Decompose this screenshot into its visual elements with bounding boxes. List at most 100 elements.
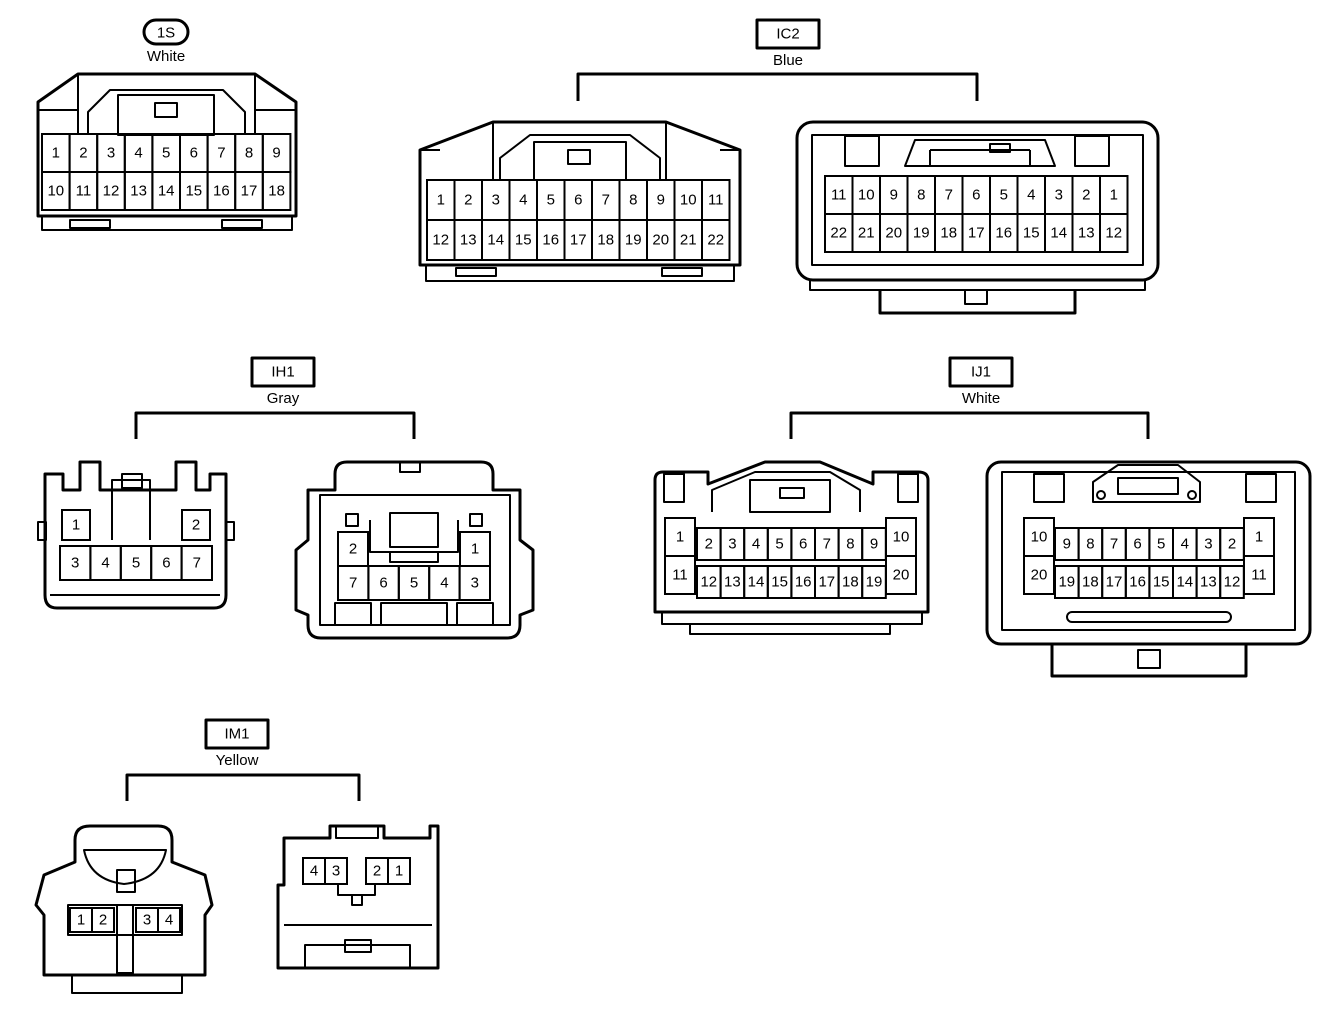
pin-ij1_a_top-9-cell [861,527,887,561]
pin-ij1_b_top-7: 7 [1110,536,1118,553]
pin-ic2_b-14: 14 [1050,225,1067,242]
pin-ic2_b-13: 13 [1078,225,1095,242]
pin-ij1_a_top-9: 9 [870,536,878,553]
pin-ic2_a-6: 6 [574,192,582,209]
pin-ic2_b-11: 11 [831,187,847,204]
pin-ih1-b-6: 6 [379,575,387,592]
pin-1s-2: 2 [79,145,87,162]
pin-ic2_b-19: 19 [913,225,930,242]
pin-ij1_a_top-4: 4 [752,536,760,553]
pin-1s-18-cell [261,171,292,211]
pin-ij1_b_top-4: 4 [1181,536,1189,553]
pin-ij1_a_top-8: 8 [846,536,854,553]
pin-ih1-a-5: 5 [132,555,140,572]
pin-ic2_b-10: 10 [858,187,875,204]
pin-ic2_b-12-cell [1099,213,1129,253]
pin-ic2_a-1: 1 [437,192,445,209]
pin-ij1_b_bot-15: 15 [1153,574,1170,591]
pin-ic2_b-20: 20 [885,225,902,242]
pin-1s-14: 14 [158,183,175,200]
pin-1s-16: 16 [213,183,230,200]
pin-ih1-a-7-cell [180,545,214,581]
connector-im1-color: Yellow [216,752,259,769]
pin-ic2_a-8: 8 [629,192,637,209]
pin-1s-12: 12 [103,183,120,200]
pin-ic2_b-18: 18 [940,225,957,242]
pin-ih1-a-1-cell [61,509,91,541]
pin-ic2_a-16: 16 [542,232,559,249]
pin-ij1_a_bot-15: 15 [771,574,788,591]
pin-ic2_b-2: 2 [1082,187,1090,204]
connector-im1-id: IM1 [224,726,249,743]
pin-1s-3: 3 [107,145,115,162]
pin-1s-13: 13 [130,183,147,200]
pin-ij1_b_top-5: 5 [1157,536,1165,553]
pin-ic2_b-16: 16 [995,225,1012,242]
pin-1s-18: 18 [268,183,285,200]
pin-ic2_b-15: 15 [1023,225,1040,242]
pin-ij1_a_bot-19: 19 [866,574,883,591]
pin-1s-9: 9 [272,145,280,162]
pin-ij1-a-10: 10 [893,529,910,546]
pin-1s-10: 10 [47,183,64,200]
pin-ic2_b-4: 4 [1027,187,1035,204]
pin-1s-7: 7 [217,145,225,162]
connector-ij1-color: White [962,390,1000,407]
pin-ic2_a-12: 12 [432,232,449,249]
pin-ic2_b-8: 8 [917,187,925,204]
pin-ih1-a-6: 6 [162,555,170,572]
pin-ic2_a-9: 9 [657,192,665,209]
pin-ij1-a-20: 20 [893,567,910,584]
pin-ij1_b_bot-14: 14 [1176,574,1193,591]
pin-ij1_a_top-3: 3 [728,536,736,553]
connector-1s-id: 1S [157,25,175,42]
pin-ij1_b_top-3: 3 [1204,536,1212,553]
pin-ij1_b_top-2: 2 [1228,536,1236,553]
pin-ij1_a_top-2: 2 [705,536,713,553]
pin-ic2_a-20: 20 [652,232,669,249]
pin-im1-a-4: 4 [165,912,173,929]
connector-ic2-color: Blue [773,52,803,69]
pin-ij1-b-1: 1 [1255,529,1263,546]
pin-ij1_a_bot-16: 16 [795,574,812,591]
pin-ij1_b_top-8: 8 [1086,536,1094,553]
pin-ih1-b-4: 4 [440,575,448,592]
pin-ic2_a-22: 22 [707,232,724,249]
pin-1s-6: 6 [190,145,198,162]
pin-ij1_a_bot-14: 14 [748,574,765,591]
pin-1s-8: 8 [245,145,253,162]
pin-ic2_b-3: 3 [1055,187,1063,204]
pin-ij1_a_top-7: 7 [823,536,831,553]
connector-ih1-id: IH1 [271,364,294,381]
pin-ic2_a-13: 13 [460,232,477,249]
pin-ij1_a_bot-19-cell [861,565,887,599]
pin-ij1_a_top-6: 6 [799,536,807,553]
pin-ij1_b_bot-12-cell [1219,565,1245,599]
pin-ij1_b_bot-16: 16 [1129,574,1146,591]
pin-ic2_a-3: 3 [492,192,500,209]
pin-im1-a-2-cell [91,907,115,933]
pin-ij1-b-10: 10 [1031,529,1048,546]
pin-ic2_a-21: 21 [680,232,697,249]
pin-ih1-a-2-cell [181,509,211,541]
pin-ih1-b-5: 5 [410,575,418,592]
pin-1s-5: 5 [162,145,170,162]
pin-ij1_b_top-9: 9 [1063,536,1071,553]
pin-ij1_a_top-5: 5 [775,536,783,553]
pin-ic2_a-7: 7 [602,192,610,209]
pin-ih1-b-7: 7 [349,575,357,592]
connector-ic2-id: IC2 [776,26,799,43]
pin-im1-a-2: 2 [99,912,107,929]
pin-ic2_a-10: 10 [680,192,697,209]
pin-ih1-a-4: 4 [101,555,109,572]
pin-ih1-b-3-cell [458,565,492,601]
pin-ij1_b_top-2-cell [1219,527,1245,561]
pin-ic2_b-6: 6 [972,187,980,204]
pin-im1-a-1: 1 [77,912,85,929]
pin-ij1-a-11-cell [664,555,696,595]
